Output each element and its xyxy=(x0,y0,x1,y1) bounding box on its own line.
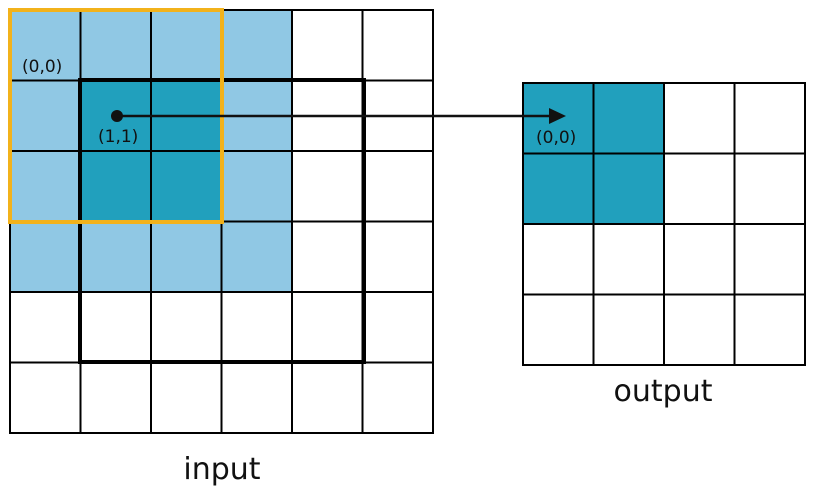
output-cell-2-3 xyxy=(733,223,806,296)
input-cell-4-1 xyxy=(79,291,152,364)
output-cell-3-1 xyxy=(592,293,665,366)
output-cell-1-0 xyxy=(522,152,595,225)
input-cell-5-1 xyxy=(79,361,152,434)
output-cell-1-3 xyxy=(733,152,806,225)
input-cell-5-2 xyxy=(150,361,223,434)
output-cell-1-2 xyxy=(663,152,736,225)
input-grid xyxy=(9,9,434,434)
output-cell-0-2 xyxy=(663,82,736,155)
output-cell-2-0 xyxy=(522,223,595,296)
input-cell-4-5 xyxy=(361,291,434,364)
input-cell-0-1 xyxy=(79,9,152,82)
input-cell-0-2 xyxy=(150,9,223,82)
input-cell-3-4 xyxy=(291,220,364,293)
output-origin-label: (0,0) xyxy=(536,128,576,148)
input-origin-label: (0,0) xyxy=(22,57,62,77)
mapping-arrow-head xyxy=(549,108,566,124)
output-cell-0-1 xyxy=(592,82,665,155)
input-cell-2-4 xyxy=(291,150,364,223)
input-cell-4-4 xyxy=(291,291,364,364)
input-cell-0-5 xyxy=(361,9,434,82)
input-cell-5-0 xyxy=(9,361,82,434)
input-label: input xyxy=(183,452,260,487)
output-cell-3-3 xyxy=(733,293,806,366)
input-cell-3-1 xyxy=(79,220,152,293)
input-cell-4-0 xyxy=(9,291,82,364)
input-cell-5-3 xyxy=(220,361,293,434)
output-grid xyxy=(522,82,806,366)
input-cell-3-2 xyxy=(150,220,223,293)
output-cell-3-0 xyxy=(522,293,595,366)
input-cell-5-5 xyxy=(361,361,434,434)
output-cell-0-3 xyxy=(733,82,806,155)
input-cell-5-4 xyxy=(291,361,364,434)
output-cell-3-2 xyxy=(663,293,736,366)
output-cell-2-1 xyxy=(592,223,665,296)
input-cell-0-4 xyxy=(291,9,364,82)
input-cell-2-1 xyxy=(79,150,152,223)
input-cell-4-2 xyxy=(150,291,223,364)
output-label: output xyxy=(614,374,713,409)
input-cell-3-5 xyxy=(361,220,434,293)
output-cell-1-1 xyxy=(592,152,665,225)
input-cell-2-3 xyxy=(220,150,293,223)
input-cell-3-0 xyxy=(9,220,82,293)
input-cell-2-0 xyxy=(9,150,82,223)
input-cell-2-2 xyxy=(150,150,223,223)
input-cell-0-3 xyxy=(220,9,293,82)
input-cell-4-3 xyxy=(220,291,293,364)
input-cell-1-0 xyxy=(9,79,82,152)
input-cell-3-3 xyxy=(220,220,293,293)
output-cell-2-2 xyxy=(663,223,736,296)
input-cell-2-5 xyxy=(361,150,434,223)
input-point-label: (1,1) xyxy=(98,127,138,147)
